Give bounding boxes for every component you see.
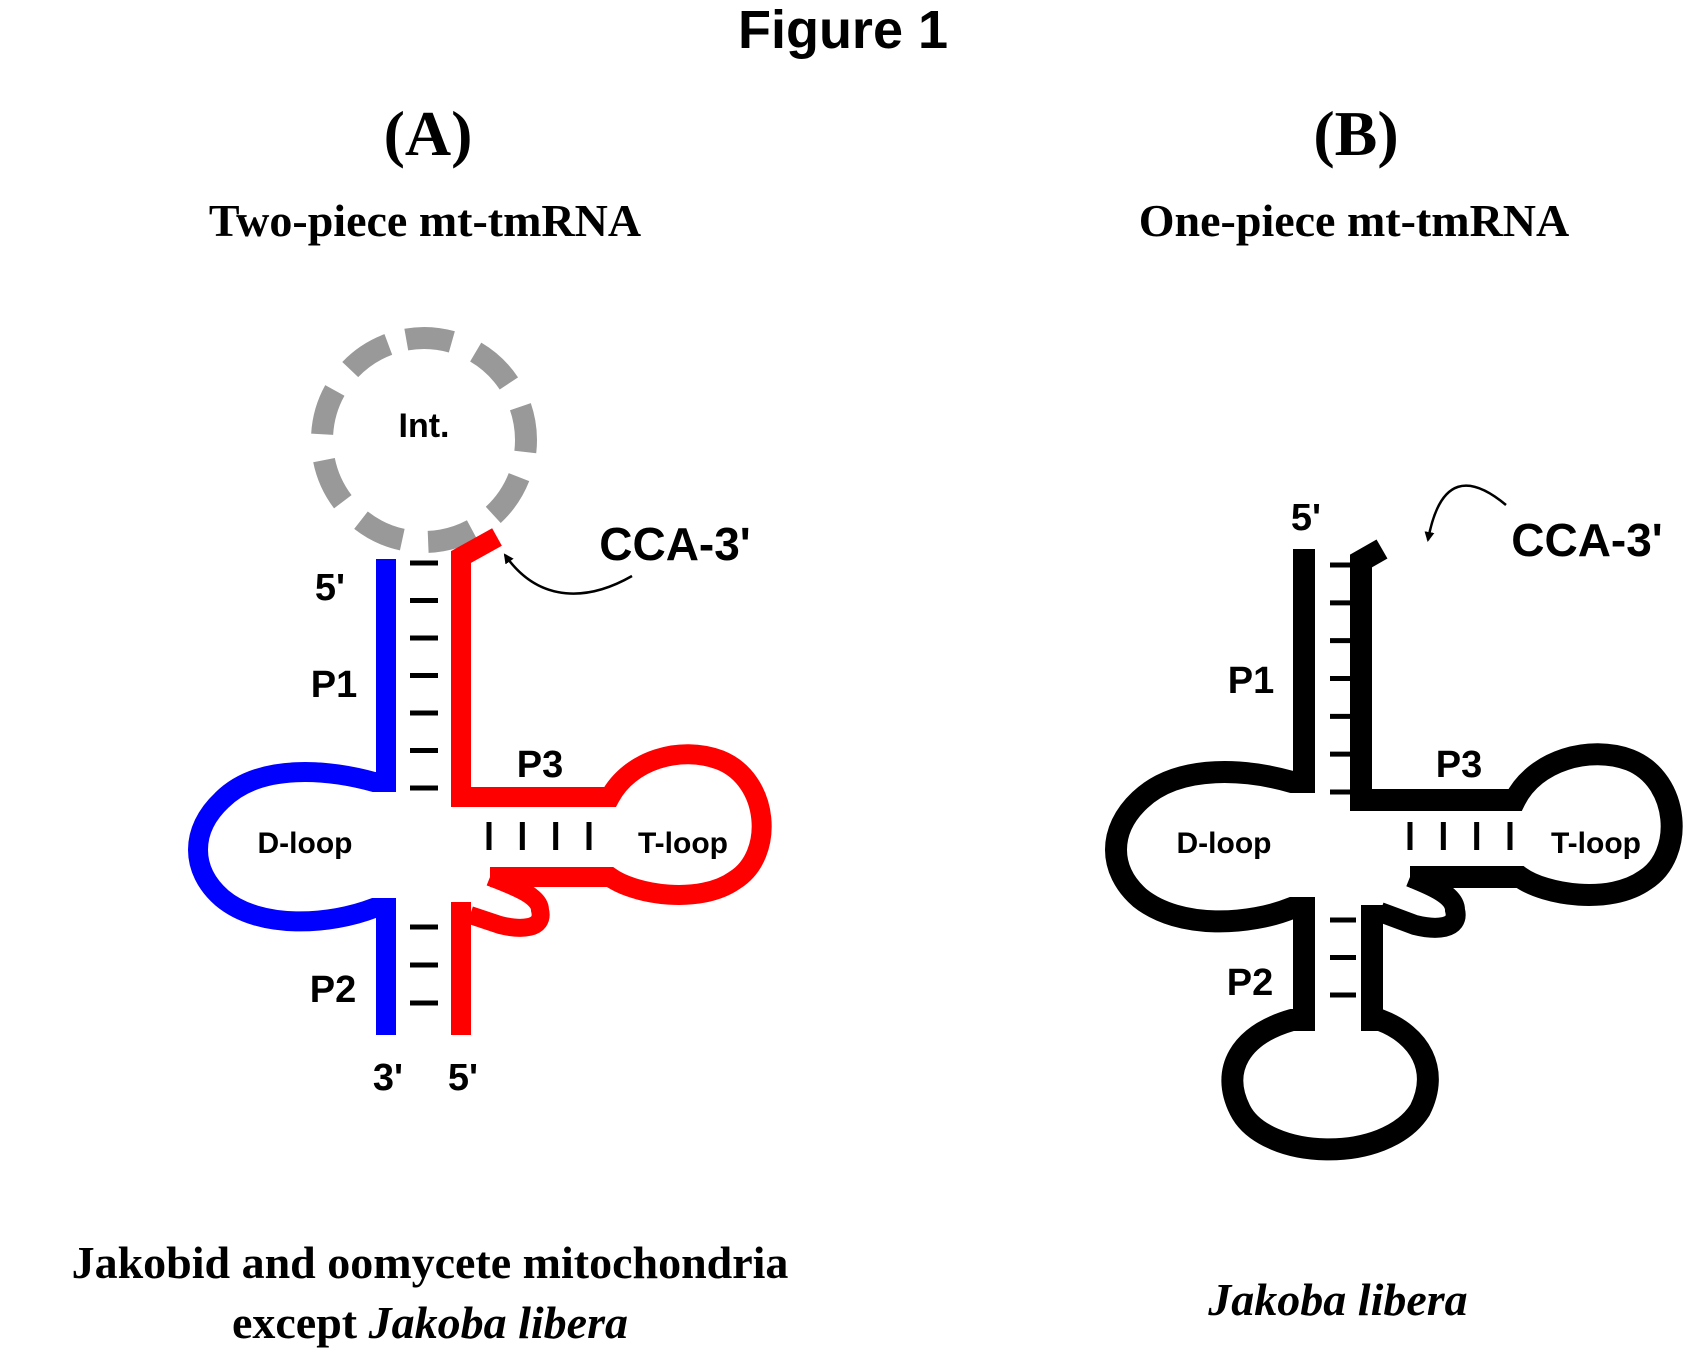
panel-a: (A) Two-piece mt-tmRNA Int. 5' P1 P2 P3 … [72,98,789,1348]
panel-b-d-loop-label: D-loop [1177,827,1272,860]
panel-b-subtitle: One-piece mt-tmRNA [1139,195,1569,246]
red-strand-variable-loop [467,868,550,937]
panel-a-p2-label: P2 [310,969,356,1011]
panel-a-label: (A) [384,98,473,169]
panel-b-p3-label: P3 [1436,744,1482,786]
cca-arrow-icon [1424,484,1507,542]
one-piece-strand-5prime [1105,549,1439,1161]
panel-b-p1-label: P1 [1228,660,1274,702]
panel-b: (B) One-piece mt-tmRNA 5' P1 P2 P3 D-loo… [1105,98,1683,1325]
cca-arrow-icon [503,553,633,595]
panel-b-p3-pairs [1407,822,1513,850]
panel-b-p2-pairs [1330,917,1356,998]
panel-b-p2-label: P2 [1227,962,1273,1004]
caption-plain: except [232,1297,369,1348]
blue-strand [188,559,396,1035]
panel-a-p3-pairs [486,822,592,850]
red-strand-acceptor [451,528,772,905]
panel-a-subtitle: Two-piece mt-tmRNA [209,195,641,246]
panel-a-caption-line1: Jakobid and oomycete mitochondria [72,1237,789,1288]
figure-title: Figure 1 [738,0,948,60]
panel-b-label: (B) [1313,98,1398,169]
panel-a-t-loop-label: T-loop [638,827,728,860]
panel-a-p2-pairs [410,924,438,1006]
panel-a-cca-label: CCA-3' [599,518,751,570]
panel-a-three-prime-bottom: 3' [373,1057,403,1099]
panel-a-p1-label: P1 [311,664,357,706]
one-piece-strand-variable-loop [1376,867,1466,938]
one-piece-strand-acceptor [1350,539,1683,906]
panel-b-p1-pairs [1330,562,1356,795]
panel-b-five-prime-top: 5' [1291,497,1321,539]
intervening-label: Int. [399,407,450,445]
panel-a-p3-label: P3 [517,744,563,786]
panel-b-cca-label: CCA-3' [1511,514,1663,566]
panel-a-caption-line2: except Jakoba libera [232,1297,628,1348]
panel-a-p1-pairs [410,560,438,791]
panel-b-t-loop-label: T-loop [1551,827,1641,860]
panel-b-caption: Jakoba libera [1207,1274,1467,1325]
panel-a-d-loop-label: D-loop [258,827,353,860]
caption-species: Jakoba libera [368,1297,628,1348]
panel-a-five-prime-bottom: 5' [448,1057,478,1099]
panel-a-five-prime-top: 5' [315,567,345,609]
